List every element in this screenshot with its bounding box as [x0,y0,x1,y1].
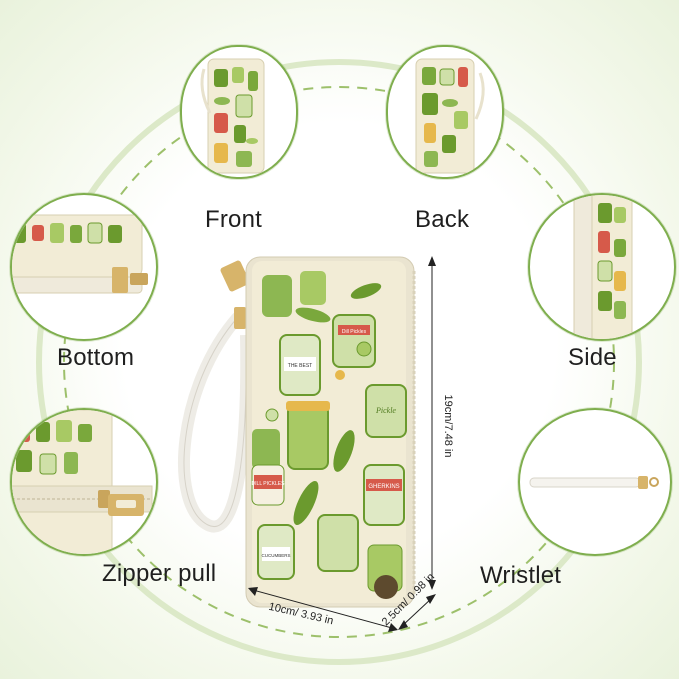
label-wristlet: Wristlet [480,562,562,589]
label-zipper-pull: Zipper pull [102,560,217,587]
back-view-thumbnail [386,45,504,179]
label-front: Front [205,206,263,233]
side-view-thumbnail [528,193,676,341]
label-bottom: Bottom [57,344,135,371]
jar-label-pickle: Pickle [375,406,396,415]
dimension-height: 19cm/7.48 in [442,394,454,458]
wallet-main-illustration: Dill Pickles THE BEST Pickle DILL PICKLE… [178,256,416,608]
jar-label-dill-pickles-caps: DILL PICKLES [252,481,286,487]
jar-label-dill-pickles: Dill Pickles [342,329,367,335]
jar-label-gherkins: GHERKINS [368,484,399,490]
zipper-pull-thumbnail [10,408,158,556]
wristlet-thumbnail [518,408,672,556]
front-view-thumbnail [180,45,298,179]
label-back: Back [415,206,470,233]
jar-label-the-best: THE BEST [288,363,312,369]
label-side: Side [568,344,617,371]
jar-label-cucumbers: CUCUMBERS [261,553,290,558]
